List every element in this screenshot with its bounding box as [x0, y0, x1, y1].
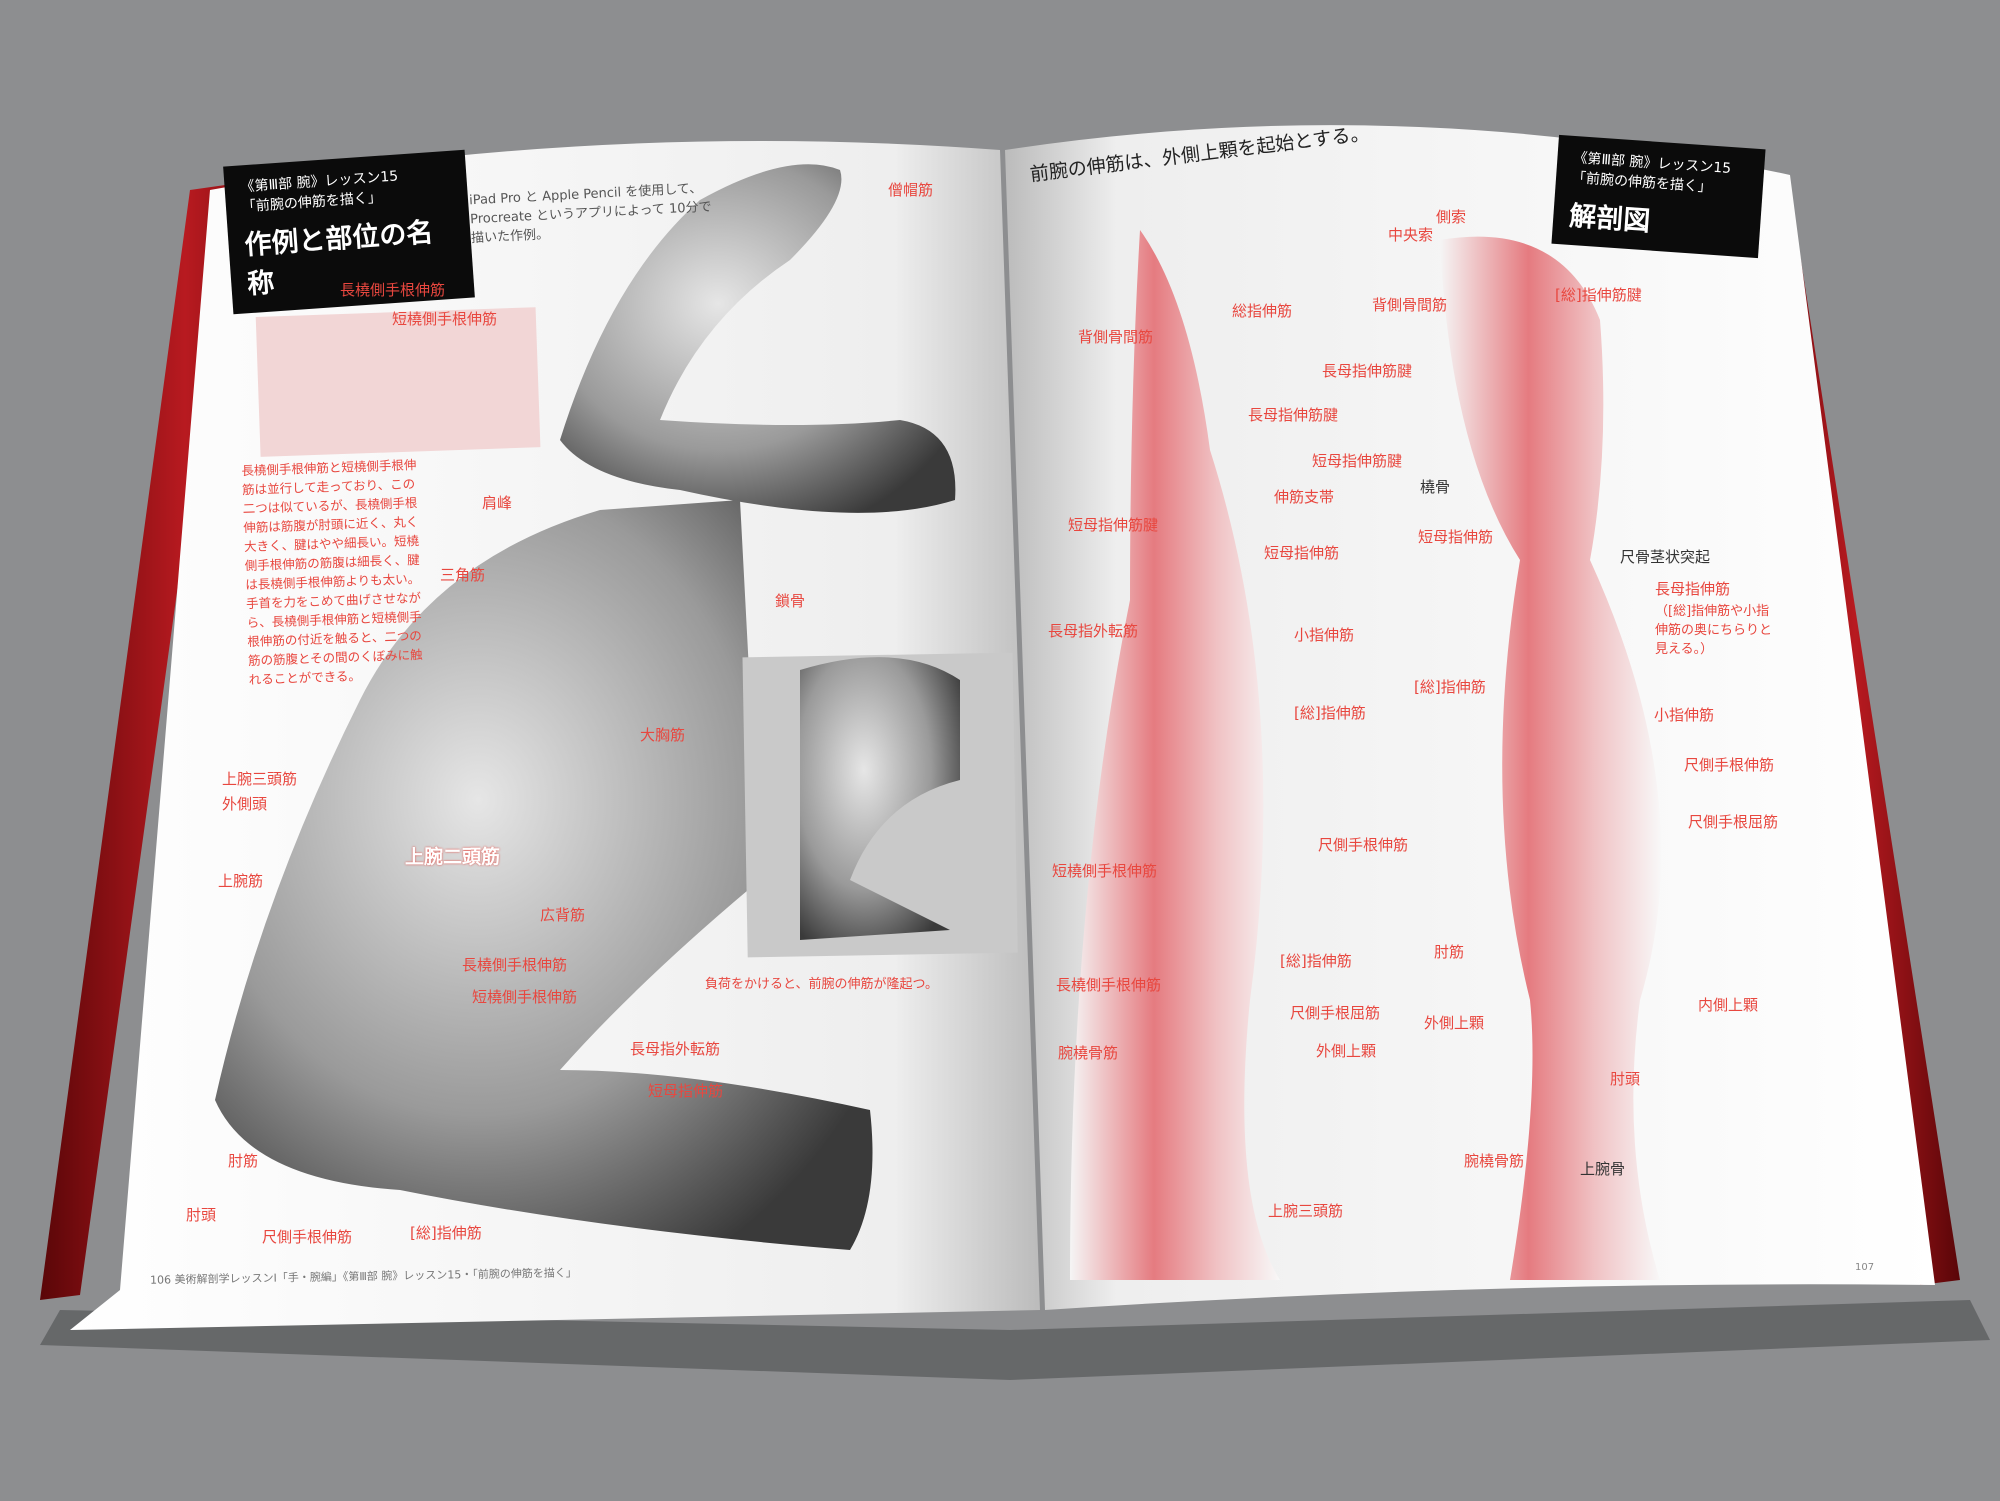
muscle-label: [総]指伸筋腱: [1555, 286, 1642, 304]
note-line: （[総]指伸筋や小指: [1655, 604, 1770, 619]
muscle-label: 小指伸筋: [1294, 626, 1355, 644]
muscle-label: 内側上顆: [1698, 996, 1759, 1014]
muscle-label: 外側頭: [222, 795, 268, 813]
note-line: 見える。）: [1655, 642, 1714, 657]
bone-label: 橈骨: [1420, 478, 1451, 496]
muscle-label: 側索: [1436, 208, 1467, 226]
muscle-label: 短母指伸筋腱: [1312, 452, 1403, 470]
muscle-label: 肩峰: [482, 494, 513, 512]
page-number: 106: [149, 1273, 172, 1287]
muscle-label: 長橈側手根伸筋: [340, 281, 446, 299]
muscle-label: 中央索: [1388, 226, 1434, 244]
muscle-label: [総]指伸筋: [410, 1224, 482, 1242]
bone-label: 上腕骨: [1580, 1160, 1626, 1178]
note-line: 伸筋の奥にちらりと: [1655, 623, 1773, 638]
muscle-label: 長母指外転筋: [630, 1040, 721, 1058]
muscle-label: 尺側手根伸筋: [1318, 836, 1409, 854]
photo-inset-forearm: [255, 307, 541, 457]
muscle-label: 広背筋: [540, 906, 586, 924]
muscle-label: 上腕三頭筋: [222, 770, 298, 788]
muscle-label: [総]指伸筋: [1294, 704, 1366, 722]
body-text: 長橈側手根伸筋と短橈側手根伸筋は並行して走っており、この二つは似ているが、長橈側…: [241, 457, 423, 688]
muscle-label: 短橈側手根伸筋: [1052, 862, 1158, 880]
muscle-label: 背側骨間筋: [1078, 328, 1154, 346]
back-cover-left: [40, 170, 330, 1300]
muscle-label: 上腕二頭筋: [405, 846, 501, 868]
muscle-label: 長母指外転筋: [1048, 622, 1139, 640]
section-title: 解剖図: [1568, 200, 1652, 238]
right-page-number: 107: [1855, 1262, 1875, 1273]
drawing-arm-torso: [215, 500, 873, 1250]
muscle-label: 僧帽筋: [888, 181, 934, 199]
muscle-label: 肘筋: [228, 1152, 259, 1170]
muscle-label: 尺側手根屈筋: [1290, 1004, 1381, 1022]
muscle-label: 長母指伸筋腱: [1322, 362, 1413, 380]
muscle-label: 総指伸筋: [1232, 302, 1293, 320]
muscle-label: 腕橈骨筋: [1058, 1044, 1119, 1062]
muscle-label: 短母指伸筋: [648, 1082, 724, 1100]
muscle-label: 伸筋支帯: [1274, 488, 1335, 506]
muscle-label: 尺側手根屈筋: [1688, 813, 1779, 831]
muscle-label: [総]指伸筋: [1280, 952, 1352, 970]
drawing-flexed-arm: [560, 164, 956, 513]
muscle-label: 上腕筋: [218, 872, 264, 890]
muscle-label: [総]指伸筋: [1414, 678, 1486, 696]
muscle-label: 外側上顆: [1424, 1014, 1485, 1032]
bone-label: 尺骨茎状突起: [1620, 548, 1711, 566]
muscle-label: 外側上顆: [1316, 1042, 1377, 1060]
muscle-label: 長橈側手根伸筋: [462, 956, 568, 974]
muscle-label: 大胸筋: [640, 726, 686, 744]
muscle-label: 短橈側手根伸筋: [472, 988, 578, 1006]
muscle-label: 短母指伸筋腱: [1068, 516, 1159, 534]
muscle-label: 肘頭: [1610, 1070, 1641, 1088]
muscle-label: 肘頭: [186, 1206, 217, 1224]
anatomy-forearm-posterior: [1440, 236, 1662, 1281]
anatomy-forearm-lateral: [1070, 230, 1280, 1280]
muscle-label: 長母指伸筋腱: [1248, 406, 1339, 424]
muscle-label: 三角筋: [440, 566, 486, 584]
muscle-label: 肘筋: [1434, 943, 1465, 961]
muscle-label: 短母指伸筋: [1418, 528, 1494, 546]
muscle-label: 短母指伸筋: [1264, 544, 1340, 562]
muscle-label: 小指伸筋: [1654, 706, 1715, 724]
muscle-label: 上腕三頭筋: [1268, 1202, 1344, 1220]
photo-caption: 負荷をかけると、前腕の伸筋が隆起つ。: [705, 977, 938, 992]
muscle-label: 尺側手根伸筋: [1684, 756, 1775, 774]
muscle-label: 短橈側手根伸筋: [392, 310, 498, 328]
muscle-label: 長橈側手根伸筋: [1056, 976, 1162, 994]
muscle-label: 背側骨間筋: [1372, 296, 1448, 314]
note-text: （[総]指伸筋や小指 伸筋の奥にちらりと 見える。）: [1655, 602, 1772, 659]
muscle-label: 腕橈骨筋: [1464, 1152, 1525, 1170]
muscle-label: 長母指伸筋: [1655, 580, 1731, 598]
right-section-header: 《第Ⅲ部 腕》レッスン15 「前腕の伸筋を描く」 解剖図: [1551, 134, 1766, 259]
muscle-label: 尺側手根伸筋: [262, 1228, 353, 1246]
muscle-label: 鎖骨: [775, 592, 806, 610]
